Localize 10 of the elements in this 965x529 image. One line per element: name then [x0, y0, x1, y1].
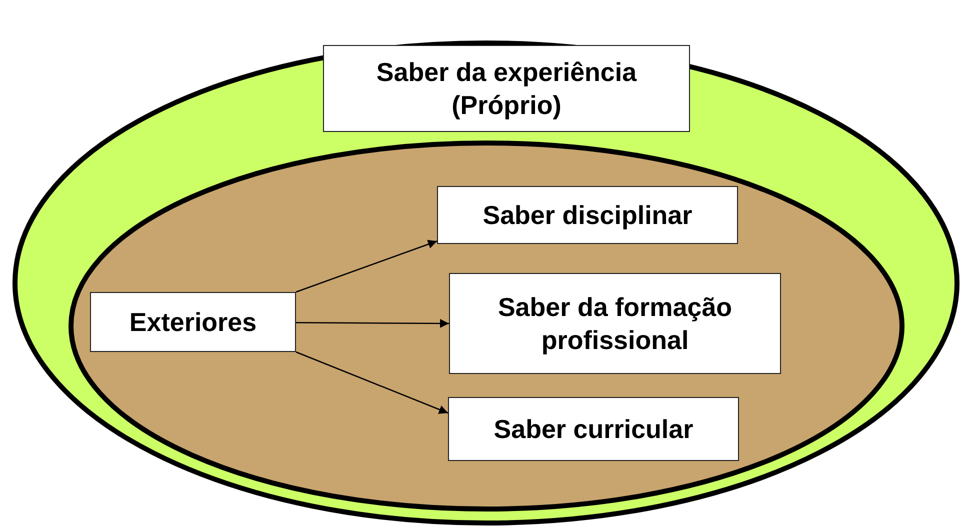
ellipse-region [68, 140, 905, 512]
arrow [296, 240, 438, 293]
text-box: Saber disciplinar [437, 186, 738, 244]
ellipse-region [12, 40, 960, 526]
text-box: Exteriores [90, 292, 296, 352]
text-box: Saber da experiência (Próprio) [323, 45, 690, 132]
arrow [296, 318, 449, 328]
text-box: Saber da formação profissional [449, 273, 781, 374]
arrow [296, 351, 448, 414]
text-box: Saber curricular [448, 397, 739, 461]
